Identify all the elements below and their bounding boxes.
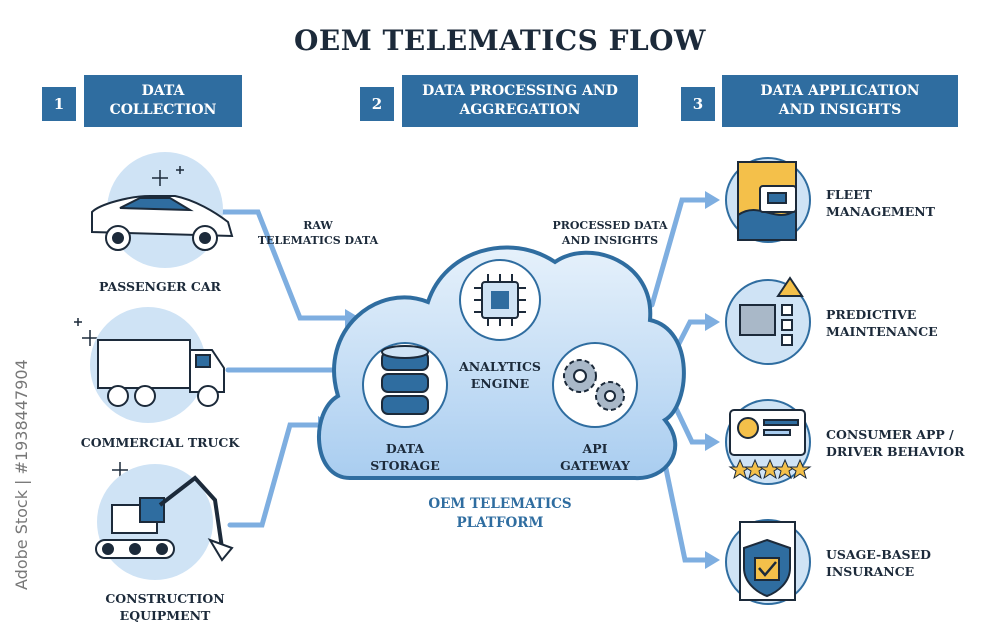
gears-icon xyxy=(552,342,638,428)
usage-insurance-label: USAGE-BASED INSURANCE xyxy=(826,547,931,579)
data-storage-label: DATA STORAGE xyxy=(370,441,440,473)
raw-telematics-label: RAW TELEMATICS DATA xyxy=(257,219,379,247)
raw-data-arrows xyxy=(217,209,348,528)
construction-equipment-label: CONSTRUCTION EQUIPMENT xyxy=(105,591,225,623)
step-2-heading: DATA PROCESSING AND AGGREGATION xyxy=(402,75,638,127)
sparkle-icon xyxy=(74,166,184,478)
insight-arrows xyxy=(649,197,708,563)
step-3-heading: DATA APPLICATION AND INSIGHTS xyxy=(722,75,958,127)
excavator-icon xyxy=(95,475,234,562)
consumer-app-label: CONSUMER APP / DRIVER BEHAVIOR xyxy=(826,427,965,459)
page-title: OEM TELEMATICS FLOW xyxy=(294,24,706,57)
step-3-number: 3 xyxy=(681,87,715,121)
step-2-number: 2 xyxy=(360,87,394,121)
shield-check-icon xyxy=(739,521,796,601)
predictive-maintenance-label: PREDICTIVE MAINTENANCE xyxy=(826,307,938,339)
engine-warning-icon xyxy=(739,276,804,346)
car-icon xyxy=(91,195,234,251)
insight-arrowheads xyxy=(705,191,720,569)
passenger-car-label: PASSENGER CAR xyxy=(99,279,221,294)
processed-data-label: PROCESSED DATA AND INSIGHTS xyxy=(552,219,668,247)
rating-stars-icon xyxy=(728,458,812,480)
analytics-chip-icon xyxy=(459,259,541,341)
step-1-heading: DATA COLLECTION xyxy=(84,75,242,127)
commercial-truck-label: COMMERCIAL TRUCK xyxy=(80,435,240,450)
analytics-engine-label: ANALYTICS ENGINE xyxy=(459,359,541,391)
driver-profile-icon xyxy=(729,409,806,456)
fleet-management-label: FLEET MANAGEMENT xyxy=(826,187,935,219)
stock-id-text: Adobe Stock | #1938447904 xyxy=(12,359,31,590)
database-icon xyxy=(362,342,448,428)
step-1-number: 1 xyxy=(42,87,76,121)
api-gateway-label: API GATEWAY xyxy=(560,441,630,473)
map-icon xyxy=(737,161,797,241)
truck-icon xyxy=(97,339,225,407)
platform-name-label: OEM TELEMATICS PLATFORM xyxy=(428,496,572,531)
